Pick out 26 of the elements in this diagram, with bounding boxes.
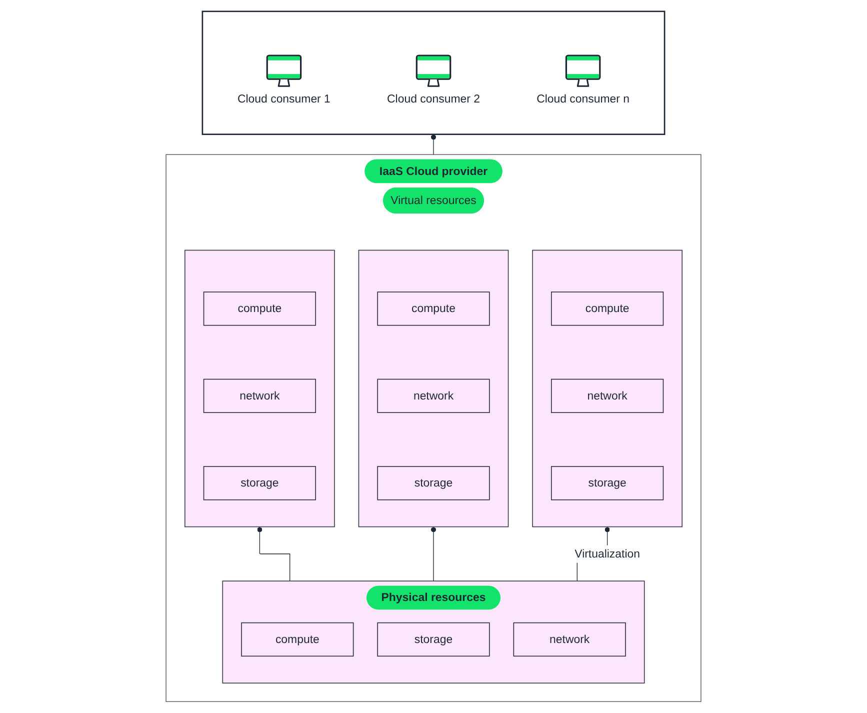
heading-pill: Virtual resources	[383, 188, 484, 214]
resource-box: compute	[551, 292, 664, 326]
consumer-label: Cloud consumer n	[536, 92, 630, 108]
resource-box: storage	[377, 466, 490, 500]
heading-pill: IaaS Cloud provider	[364, 159, 502, 184]
resource-box: network	[551, 378, 664, 413]
resource-box: storage	[551, 466, 664, 500]
connector-line	[257, 526, 290, 582]
resource-box: compute	[241, 622, 354, 657]
edge-label: Virtualization	[574, 545, 640, 562]
consumer-panel	[202, 10, 666, 136]
consumer-node	[536, 54, 630, 106]
consumer-label: Cloud consumer 1	[237, 92, 330, 108]
resource-box: network	[377, 378, 490, 413]
resource-box: storage	[377, 622, 490, 657]
resource-box: compute	[377, 292, 490, 326]
resource-box: storage	[203, 466, 316, 500]
consumer-node	[387, 54, 480, 106]
resource-box: network	[203, 378, 316, 413]
resource-box: compute	[203, 292, 316, 326]
consumer-node	[237, 54, 330, 106]
heading-pill: Physical resources	[366, 586, 501, 610]
consumer-label: Cloud consumer 2	[387, 92, 480, 108]
connector-line	[430, 134, 436, 155]
connector-line	[430, 526, 436, 582]
resource-box: network	[513, 622, 626, 657]
